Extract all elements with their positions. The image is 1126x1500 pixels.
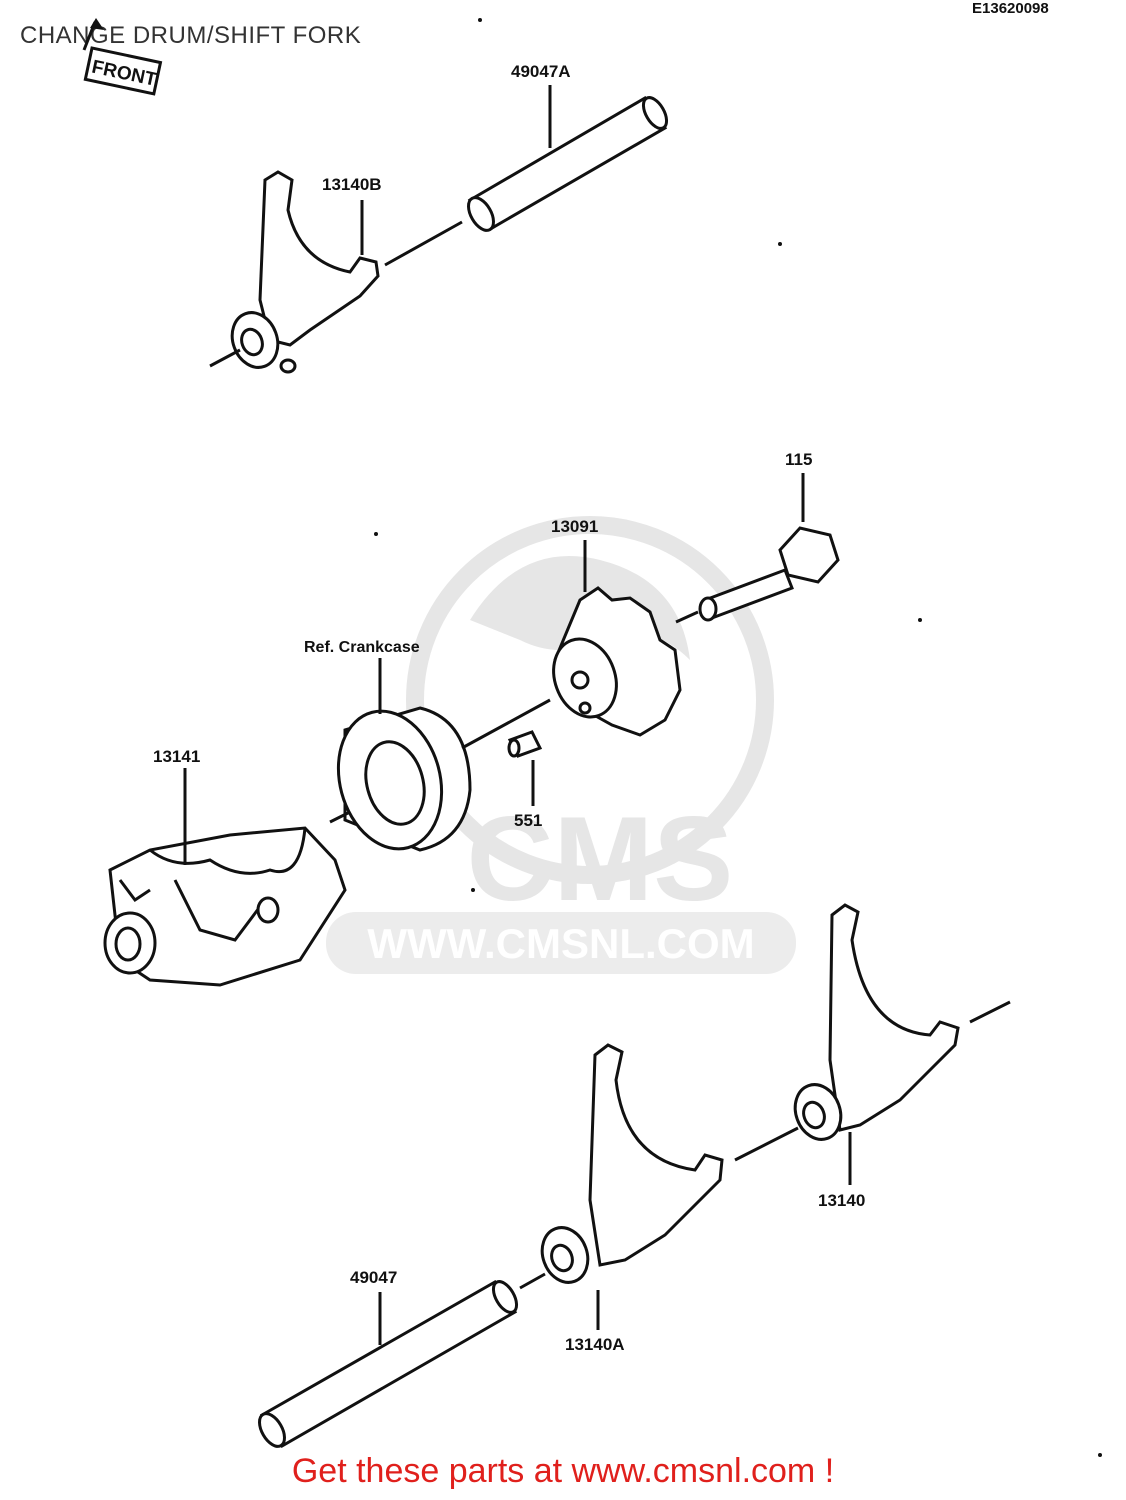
label-115: 115 — [785, 450, 812, 469]
watermark-logo-circle — [406, 516, 774, 884]
pin — [507, 730, 543, 758]
fork-middle-axis — [519, 1272, 546, 1290]
bolt — [698, 526, 840, 622]
drum-axis — [329, 810, 351, 824]
fork-middle — [540, 1043, 724, 1284]
drum-stopper — [552, 586, 682, 737]
diagram-code: E13620098 — [972, 0, 1049, 17]
watermark-brand: CMS — [467, 792, 734, 926]
watermark-url-bar — [326, 912, 796, 974]
fork-right — [793, 903, 960, 1141]
label-13140: 13140 — [818, 1191, 865, 1210]
label-13140b: 13140B — [322, 175, 382, 194]
front-marker: FRONT — [82, 18, 163, 96]
label-49047: 49047 — [350, 1268, 397, 1287]
page-title: CHANGE DRUM/SHIFT FORK — [20, 22, 362, 49]
label-49047a: 49047A — [511, 62, 571, 81]
fork-upper-axis — [209, 348, 241, 368]
fork-upper-axis-2 — [384, 220, 463, 267]
get-parts-link[interactable]: Get these parts at www.cmsnl.com ! — [291, 1452, 835, 1490]
shaft-lower — [258, 1280, 519, 1449]
fork-upper — [230, 170, 380, 374]
fork-link-axis — [734, 1126, 799, 1162]
bolt-axis — [675, 610, 699, 624]
front-box — [83, 46, 163, 96]
front-arrow-head — [90, 18, 104, 30]
label-551: 551 — [514, 811, 542, 830]
label-13091: 13091 — [551, 517, 598, 536]
fork-right-axis — [969, 1000, 1011, 1024]
bearing-axis — [461, 698, 551, 750]
label-13140a: 13140A — [565, 1335, 625, 1354]
bearing — [336, 706, 472, 852]
front-label: FRONT — [90, 57, 159, 91]
change-drum — [103, 826, 347, 987]
label-ref-crankcase: Ref. Crankcase — [304, 639, 420, 656]
scan-specks — [374, 18, 1102, 1457]
label-13141: 13141 — [153, 747, 200, 766]
watermark: CMS WWW.CMSNL.COM — [326, 516, 796, 974]
watermark-url: WWW.CMSNL.COM — [367, 920, 754, 967]
shaft-upper — [467, 95, 669, 232]
